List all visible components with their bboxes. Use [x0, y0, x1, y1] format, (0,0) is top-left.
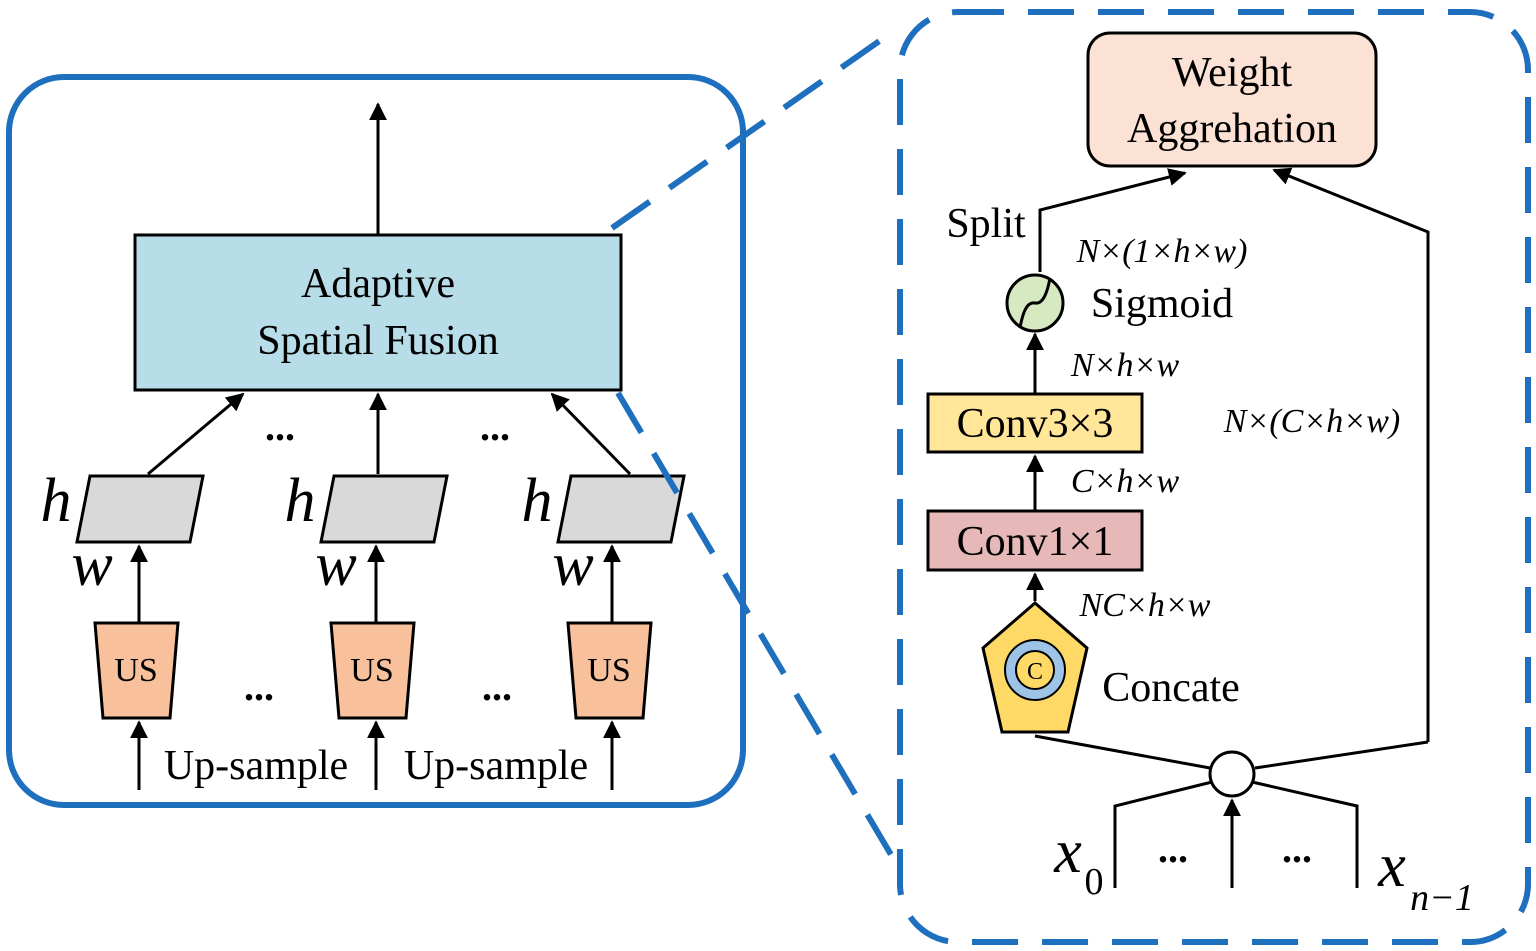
upsample-block-label: US — [114, 652, 157, 689]
upsample-caption-2: Up-sample — [404, 743, 588, 789]
fusion-block-line-1: Adaptive — [301, 261, 455, 307]
feature-map-width-label: w — [552, 531, 593, 599]
conv1x1-label: Conv1×1 — [957, 519, 1114, 565]
left-panel-border — [6, 74, 746, 808]
sigmoid-curve-icon — [1018, 277, 1052, 329]
split-label: Split — [946, 201, 1026, 247]
left-panel: Adaptive Spatial Fusion ... ... h w h w … — [6, 74, 746, 808]
conv3x3-block: Conv3×3 — [926, 392, 1144, 454]
upsample-block-label: US — [587, 652, 630, 689]
split-shape-label: N×(1×h×w) — [1076, 233, 1248, 270]
input-last-subscript: n−1 — [1410, 877, 1474, 919]
zoom-connector-top — [610, 25, 900, 231]
sigmoid-node — [1005, 273, 1065, 333]
feature-map-1: h w — [41, 467, 205, 599]
feature-map-width-label: w — [315, 531, 356, 599]
fusion-block-line-2: Spatial Fusion — [257, 318, 499, 364]
sigmoid-input-shape: N×h×w — [1070, 347, 1180, 384]
ellipsis-input-left: ... — [1158, 826, 1188, 871]
feature-map-3: h w — [522, 467, 686, 599]
upsample-ellipsis-1: ... — [244, 664, 274, 709]
upsample-block-1: US — [93, 621, 180, 720]
weight-aggregation-line-1: Weight — [1172, 50, 1293, 96]
upsample-ellipsis-2: ... — [482, 664, 512, 709]
input-line-last — [1251, 780, 1359, 888]
conv3x3-label: Conv3×3 — [957, 401, 1114, 447]
input-first-label: x — [1053, 818, 1082, 886]
feature-to-fusion-arrow-3 — [550, 392, 632, 476]
feature-map-height-label: h — [522, 467, 553, 535]
weight-aggregation-block: Weight Aggrehation — [1086, 31, 1378, 168]
concat-node: C — [981, 601, 1089, 734]
feature-map-2: h w — [285, 467, 449, 599]
upsample-caption-1: Up-sample — [164, 743, 348, 789]
fusion-ellipsis-2: ... — [480, 404, 510, 449]
concat-symbol: C — [1027, 659, 1043, 685]
feature-map-height-label: h — [41, 467, 72, 535]
concat-label: Concate — [1102, 665, 1240, 711]
adaptive-spatial-fusion-block: Adaptive Spatial Fusion — [133, 233, 623, 392]
concat-output-shape: NC×h×w — [1079, 587, 1211, 624]
split-to-aggregation-arrow — [1038, 168, 1187, 272]
input-line-first — [1113, 780, 1213, 888]
right-panel: Weight Aggrehation Split N×(1×h×w) Sigmo… — [897, 9, 1531, 945]
fanout-node — [1208, 750, 1256, 798]
fanout-to-bypass-line — [1254, 740, 1429, 770]
fusion-ellipsis-1: ... — [265, 404, 295, 449]
feature-map-width-label: w — [71, 531, 112, 599]
bypass-to-aggregation-arrow — [1272, 167, 1430, 742]
bypass-shape-label: N×(C×h×w) — [1223, 403, 1401, 440]
fanout-to-concat-line — [1034, 734, 1211, 770]
weight-aggregation-line-2: Aggrehation — [1127, 106, 1337, 152]
input-first-subscript: 0 — [1085, 861, 1104, 903]
input-last-label: x — [1377, 832, 1406, 900]
feature-map-height-label: h — [285, 467, 316, 535]
conv3-input-shape: C×h×w — [1071, 463, 1180, 500]
upsample-block-label: US — [350, 652, 393, 689]
upsample-block-2: US — [329, 621, 416, 720]
ellipsis-input-right: ... — [1282, 826, 1312, 871]
sigmoid-label: Sigmoid — [1091, 281, 1233, 327]
upsample-block-3: US — [566, 621, 653, 720]
zoom-connector-bottom — [615, 391, 906, 877]
right-panel-border — [897, 9, 1531, 945]
conv1x1-block: Conv1×1 — [926, 509, 1144, 572]
feature-to-fusion-arrow-1 — [147, 392, 245, 476]
